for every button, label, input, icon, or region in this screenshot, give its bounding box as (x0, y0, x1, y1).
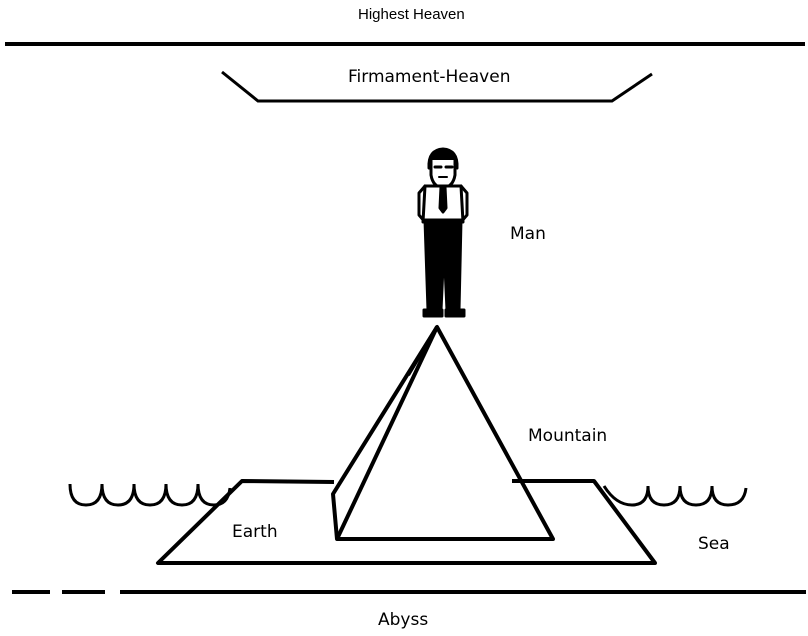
sea-waves-right (602, 485, 748, 507)
abyss-label: Abyss (378, 610, 429, 630)
sea-waves-left (68, 483, 232, 507)
mountain (331, 325, 555, 541)
man-figure (417, 147, 469, 318)
earth-plate (156, 479, 657, 565)
firmament-heaven-label: Firmament-Heaven (348, 67, 511, 87)
highest-heaven-label: Highest Heaven (358, 6, 465, 23)
sea-label: Sea (698, 534, 730, 554)
mountain-label: Mountain (528, 426, 608, 446)
man-label: Man (510, 224, 546, 244)
earth-label: Earth (232, 522, 278, 542)
firmament-bowl (221, 70, 653, 103)
